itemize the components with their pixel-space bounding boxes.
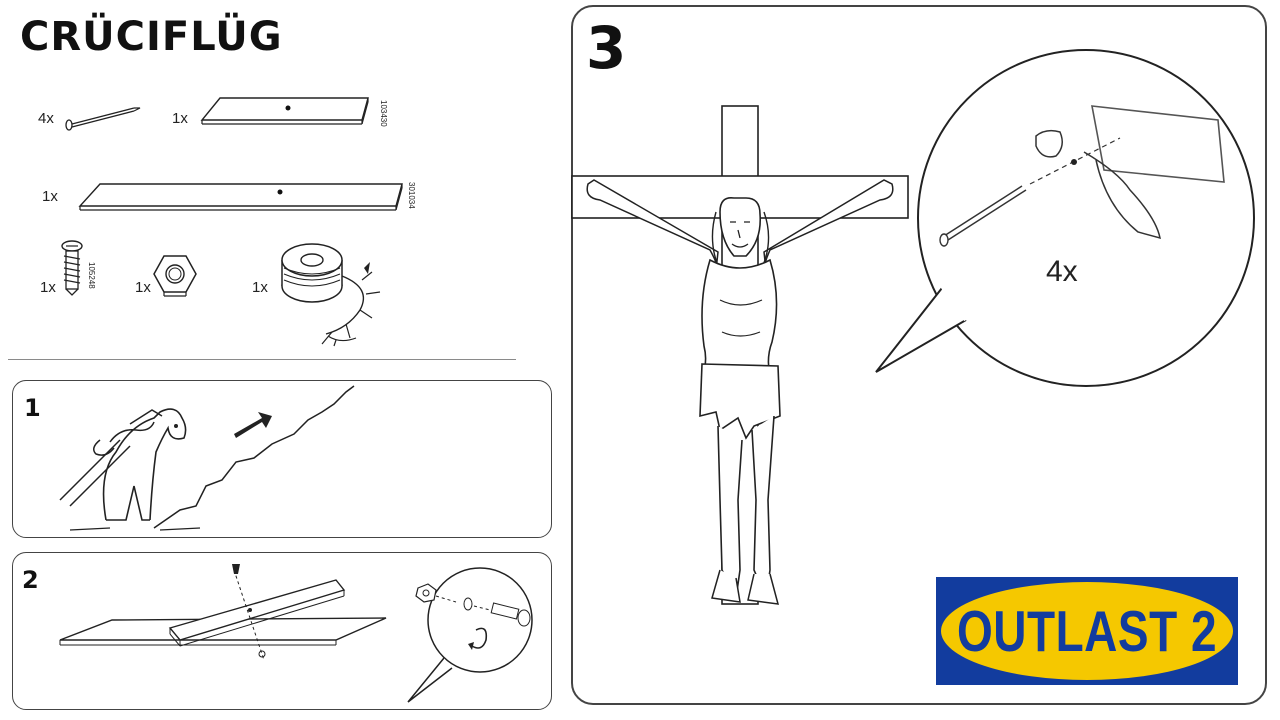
nail-callout-bubble xyxy=(875,49,1255,387)
long-board-quantity: 1x xyxy=(42,188,58,205)
nail-callout-quantity: 4x xyxy=(1046,255,1078,288)
long-board-part-number: 301034 xyxy=(407,182,416,209)
nut-quantity: 1x xyxy=(135,279,151,296)
step-2-illustration xyxy=(59,564,533,703)
long-board-part-icon xyxy=(78,183,403,211)
logo-text: OUTLAST 2 xyxy=(956,598,1218,664)
section-divider xyxy=(8,359,516,360)
step-2-number: 2 xyxy=(22,566,39,594)
step-1-illustration xyxy=(59,385,355,531)
manual-title: CRÜCIFLÜG xyxy=(20,14,283,60)
crown-of-thorns-quantity: 1x xyxy=(252,279,268,296)
crucifix-illustration xyxy=(571,105,909,605)
screw-part-number: 105248 xyxy=(87,262,96,289)
nut-part-icon xyxy=(153,255,197,297)
outlast-2-logo: OUTLAST 2 xyxy=(936,577,1238,685)
short-board-part-icon xyxy=(200,97,369,125)
step-1-number: 1 xyxy=(24,394,41,422)
screw-quantity: 1x xyxy=(40,279,56,296)
short-board-quantity: 1x xyxy=(172,110,188,127)
nail-quantity: 4x xyxy=(38,110,54,127)
screw-part-icon xyxy=(61,240,83,296)
step-3-number: 3 xyxy=(586,14,627,82)
short-board-part-number: 103430 xyxy=(379,100,388,127)
nail-part-icon xyxy=(65,107,141,131)
crown-of-thorns-part-icon xyxy=(281,243,381,347)
